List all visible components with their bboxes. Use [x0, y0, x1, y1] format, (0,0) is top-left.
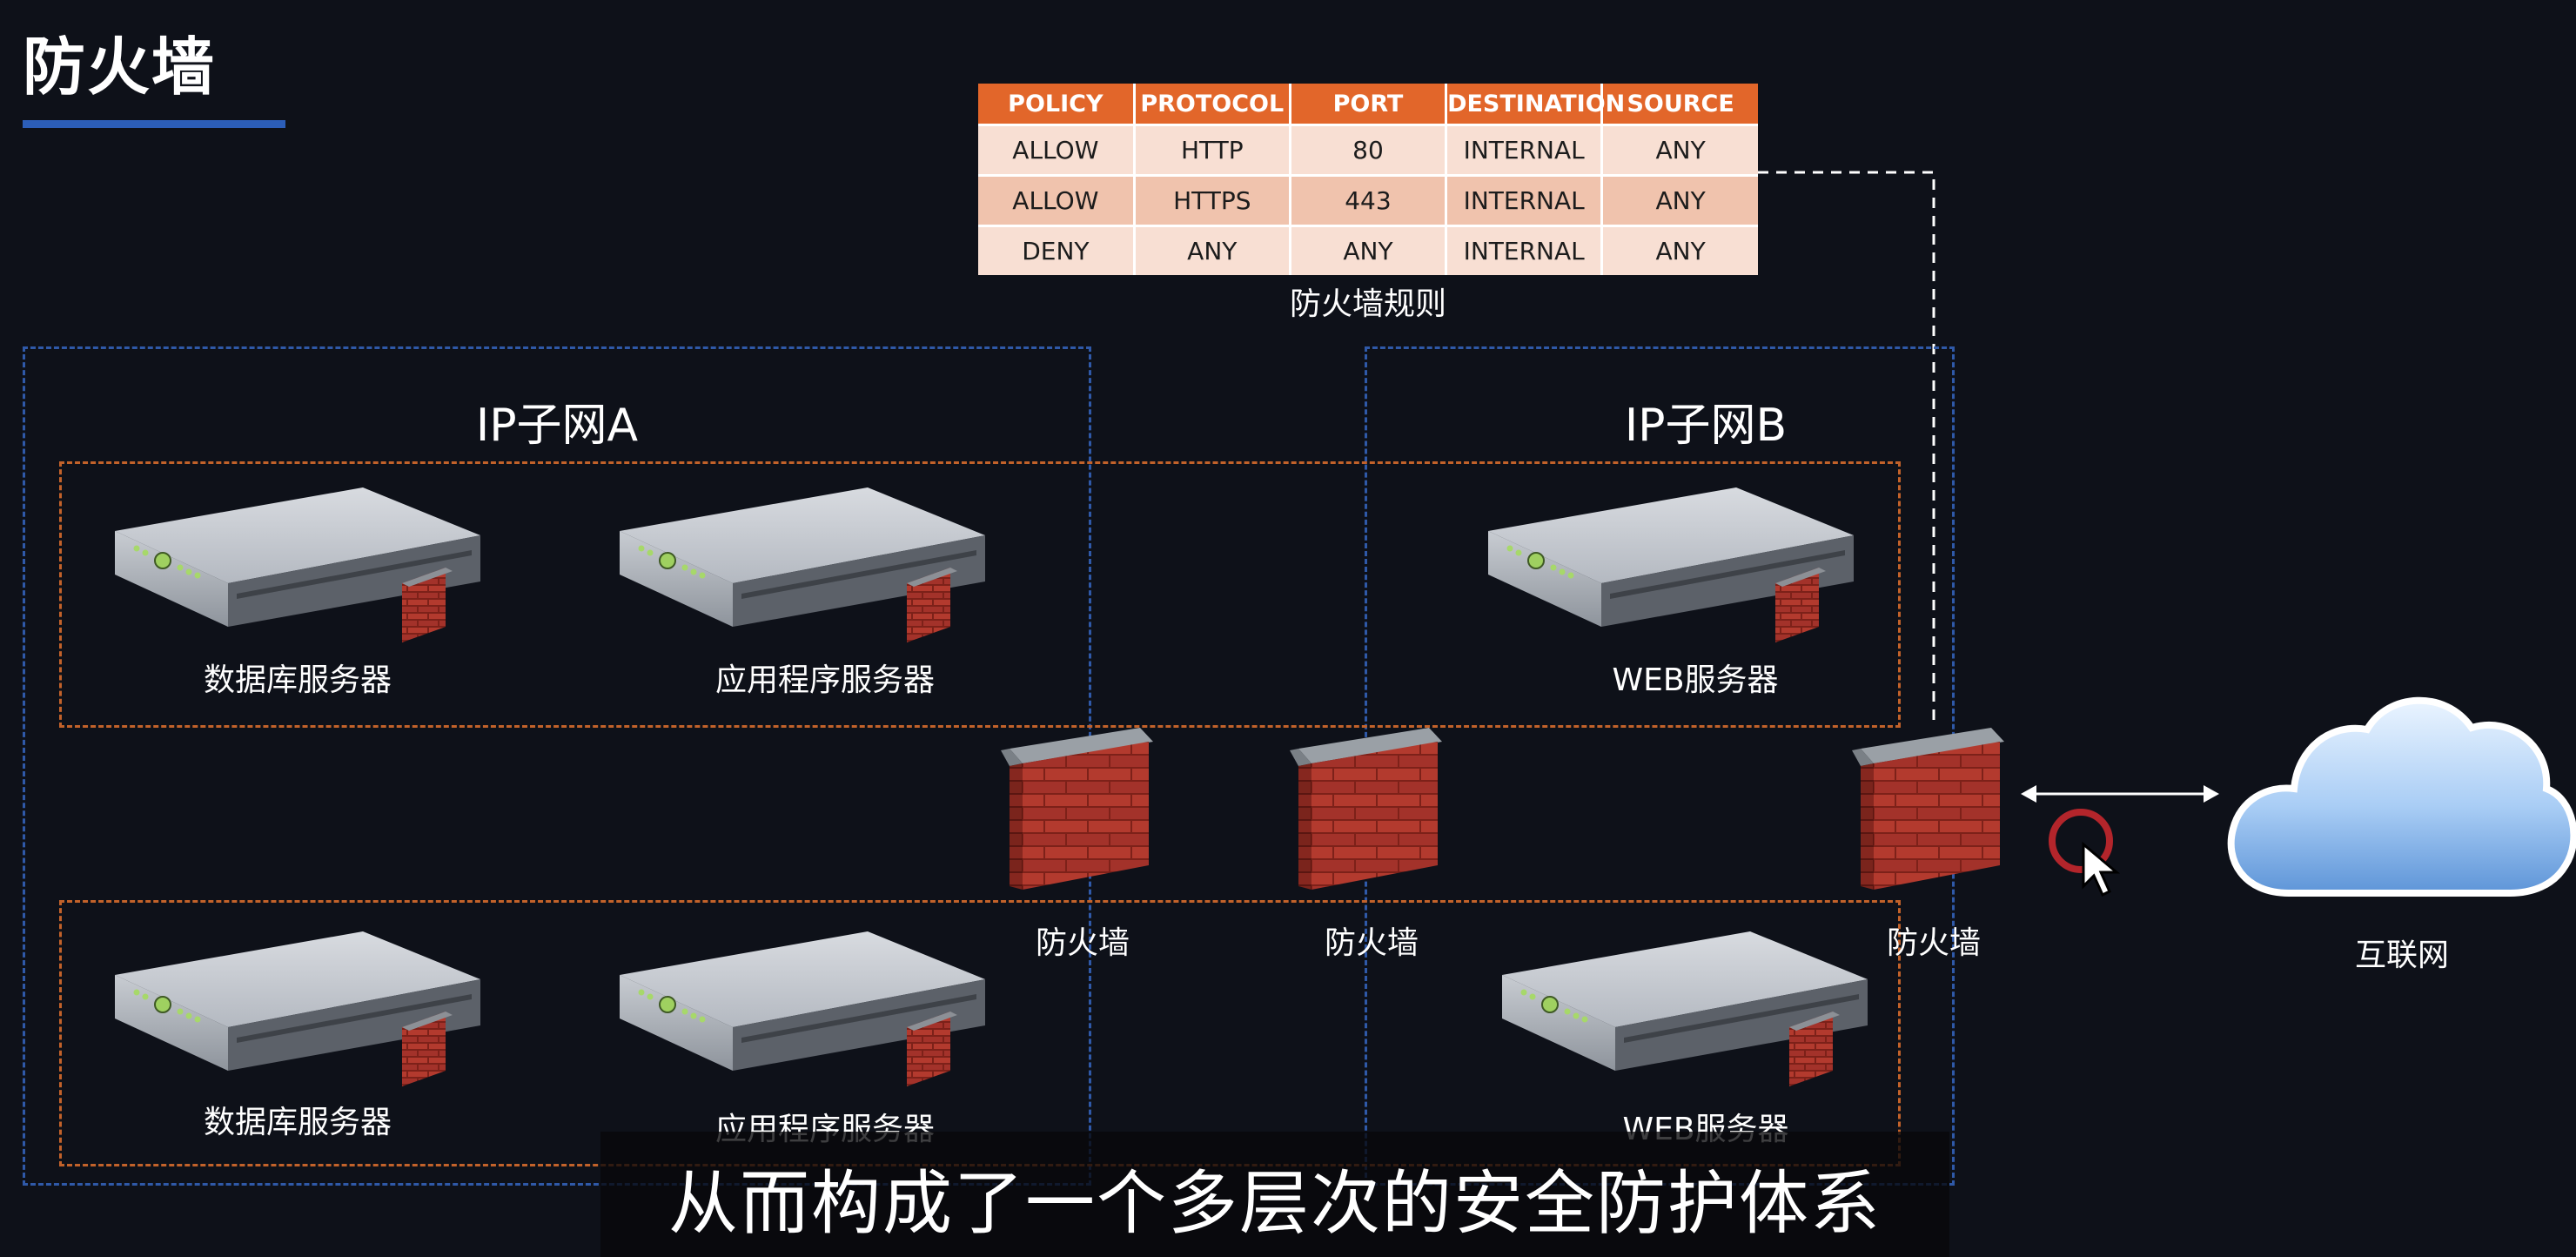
click-ring-icon [2049, 809, 2113, 873]
column-header-source: SOURCE [1601, 84, 1758, 125]
web-server-icon [1488, 487, 1854, 644]
table-cell: INTERNAL [1446, 174, 1604, 226]
table-cell: ANY [1290, 225, 1448, 275]
arrow-right-icon [2204, 785, 2219, 803]
table-cell: 443 [1290, 174, 1448, 226]
table-row: ALLOW HTTP 80 INTERNAL ANY [978, 124, 1758, 176]
table-row: ALLOW HTTPS 443 INTERNAL ANY [978, 174, 1758, 226]
tier-box-top [59, 461, 1901, 728]
table-cell: INTERNAL [1446, 225, 1604, 275]
mouse-pointer-icon [2082, 841, 2121, 897]
firewall-rules-table: POLICY PROTOCOL PORT DESTINATION SOURCE … [978, 84, 1758, 275]
table-cell: DENY [978, 225, 1136, 275]
title-underline [23, 120, 285, 128]
server-label-application: 应用程序服务器 [714, 662, 936, 698]
table-cell: INTERNAL [1446, 124, 1604, 176]
column-header-policy: POLICY [978, 84, 1136, 125]
subtitle-background [600, 1132, 1949, 1257]
subtitle-caption: 从而构成了一个多层次的安全防护体系 [668, 1163, 1882, 1244]
table-row: DENY ANY ANY INTERNAL ANY [978, 225, 1758, 275]
table-cell: ANY [1601, 124, 1758, 176]
table-cell: ANY [1601, 174, 1758, 226]
subnet-a-title: IP子网A [475, 400, 639, 452]
table-cell: HTTP [1134, 124, 1291, 176]
firewall-icon [1852, 707, 2009, 898]
firewall-icon [1001, 707, 1157, 898]
application-server-icon [620, 931, 985, 1088]
internet-label: 互联网 [2354, 938, 2450, 973]
server-label-database: 数据库服务器 [203, 662, 392, 698]
firewall-label: 防火墙 [1324, 925, 1419, 961]
table-cell: 80 [1290, 124, 1448, 176]
rules-connector-line [1758, 171, 1935, 723]
table-cell: ANY [1134, 225, 1291, 275]
application-server-icon [620, 487, 985, 644]
table-cell: ALLOW [978, 174, 1136, 226]
table-cell: ANY [1601, 225, 1758, 275]
page-title: 防火墙 [23, 30, 217, 104]
table-header-row: POLICY PROTOCOL PORT DESTINATION SOURCE [978, 84, 1758, 125]
cursor-highlight [2049, 809, 2121, 897]
column-header-destination: DESTINATION [1446, 84, 1625, 125]
column-header-port: PORT [1290, 84, 1448, 125]
firewall-icon [1290, 707, 1446, 898]
firewall-label: 防火墙 [1035, 925, 1130, 961]
table-cell: HTTPS [1134, 174, 1291, 226]
subnet-b-title: IP子网B [1624, 400, 1788, 452]
column-header-protocol: PROTOCOL [1134, 84, 1291, 125]
database-server-icon [115, 931, 480, 1088]
web-server-icon [1502, 931, 1868, 1088]
arrow-left-icon [2021, 785, 2036, 803]
database-server-icon [115, 487, 480, 644]
firewall-label: 防火墙 [1886, 925, 1982, 961]
table-cell: ALLOW [978, 124, 1136, 176]
server-label-database: 数据库服务器 [203, 1105, 392, 1140]
internet-cloud-icon [2227, 696, 2576, 897]
rules-table-caption: 防火墙规则 [1289, 286, 1447, 322]
server-label-web: WEB服务器 [1612, 662, 1779, 698]
